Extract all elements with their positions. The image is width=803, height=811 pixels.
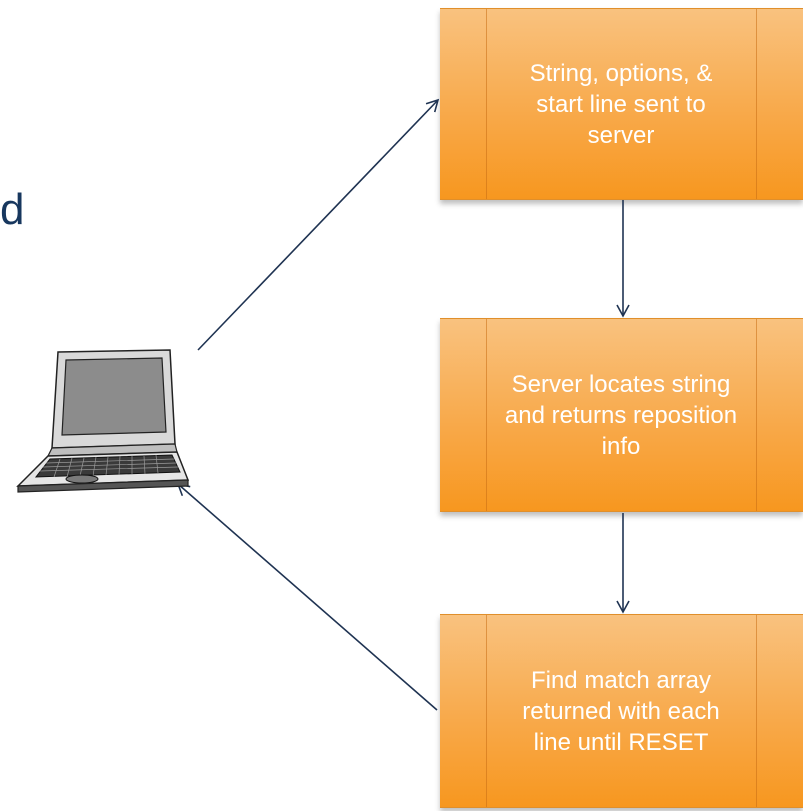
step-box-send-request: String, options, & start line sent to se… [440, 8, 803, 200]
step-box-server-locates: Server locates string and returns reposi… [440, 318, 803, 512]
box-divider [486, 319, 487, 511]
step-label: Server locates string and returns reposi… [504, 370, 738, 460]
cropped-text-fragment: d [0, 188, 25, 232]
step-label: Find match array returned with each line… [522, 666, 720, 756]
box-divider [756, 319, 757, 511]
box-divider [756, 9, 757, 199]
box-divider [756, 615, 757, 807]
box-divider [486, 615, 487, 807]
step-box-find-match: Find match array returned with each line… [440, 614, 803, 808]
box-divider [486, 9, 487, 199]
laptop-icon [16, 349, 190, 493]
step-label: String, options, & start line sent to se… [529, 59, 713, 149]
arrow-match-to-laptop [176, 482, 438, 711]
arrow-laptop-to-request [197, 98, 440, 351]
